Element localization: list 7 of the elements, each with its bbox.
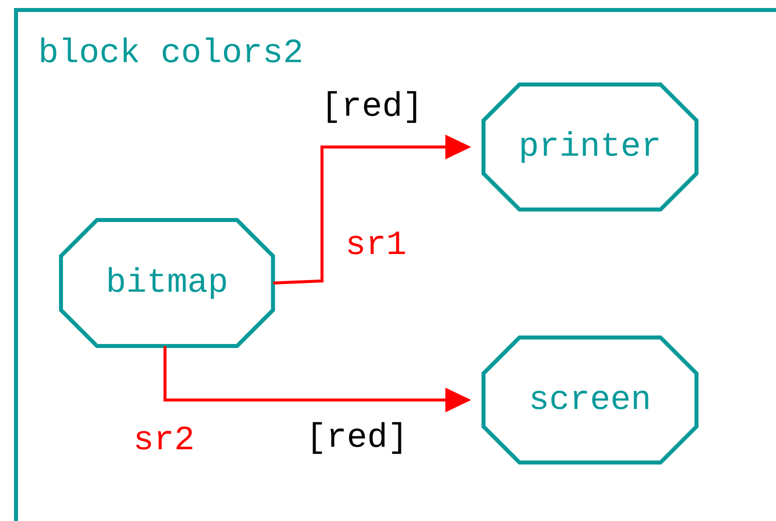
- signal-label: [red]: [328, 91, 416, 123]
- octagon-node: screen: [482, 336, 698, 464]
- edge-label: sr2: [136, 426, 192, 450]
- signal-label: [red]: [312, 422, 402, 454]
- octagon-node: bitmap: [59, 218, 275, 348]
- edge-label: sr1: [348, 232, 405, 254]
- octagon-node: printer: [482, 82, 698, 212]
